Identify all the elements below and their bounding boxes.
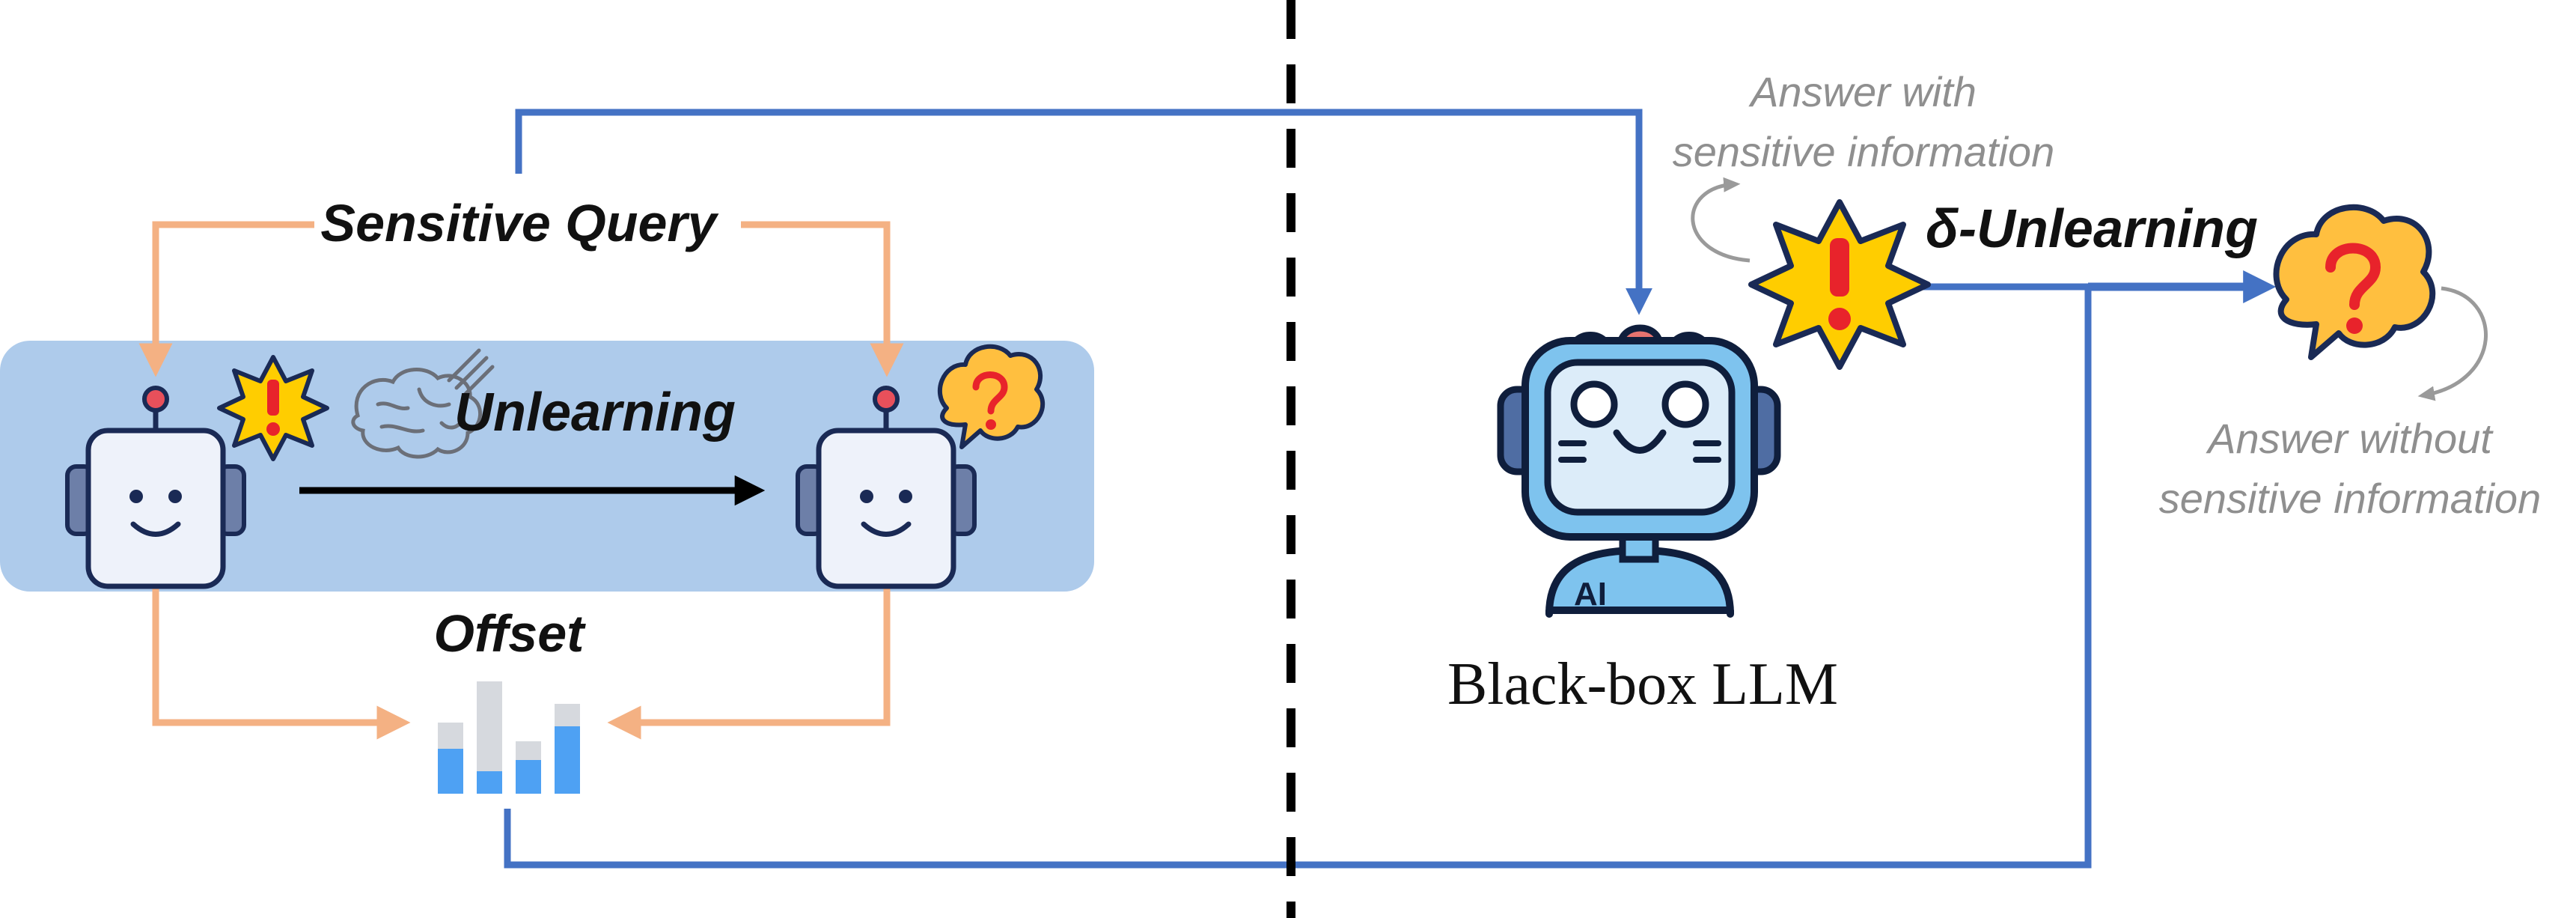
answer-with-label-line1: Answer with [1748, 68, 1977, 115]
original-robot-icon [65, 386, 246, 589]
warning-starburst-icon [217, 355, 329, 461]
answer-with-label-line2: sensitive information [1673, 128, 2054, 175]
answer-with-curve-arrow [1691, 177, 1751, 263]
answer-without-curve-arrow [2417, 286, 2488, 401]
delta-unlearning-label: δ-Unlearning [1926, 199, 2258, 259]
unlearning-label: Unlearning [454, 383, 736, 443]
brain-icon [351, 348, 495, 459]
answer-without-label-line2: sensitive information [2159, 475, 2541, 522]
sensitive-query-label: Sensitive Query [320, 194, 718, 252]
bar-chart-icon [438, 681, 580, 794]
black-box-llm-label: Black-box LLM [1447, 651, 1838, 717]
question-bubble-icon [938, 344, 1046, 449]
unlearned-robot-icon [796, 386, 977, 589]
black-box-llm-robot-icon [1497, 324, 1781, 618]
blue-flow-lines [504, 109, 2277, 869]
query-arrows [138, 221, 904, 740]
llm-question-bubble-icon [2273, 204, 2436, 360]
offset-label: Offset [434, 604, 587, 663]
answer-without-label-line1: Answer without [2206, 415, 2494, 462]
llm-warning-starburst-icon [1748, 199, 1931, 370]
ai-chest-label: AI [1574, 576, 1607, 612]
